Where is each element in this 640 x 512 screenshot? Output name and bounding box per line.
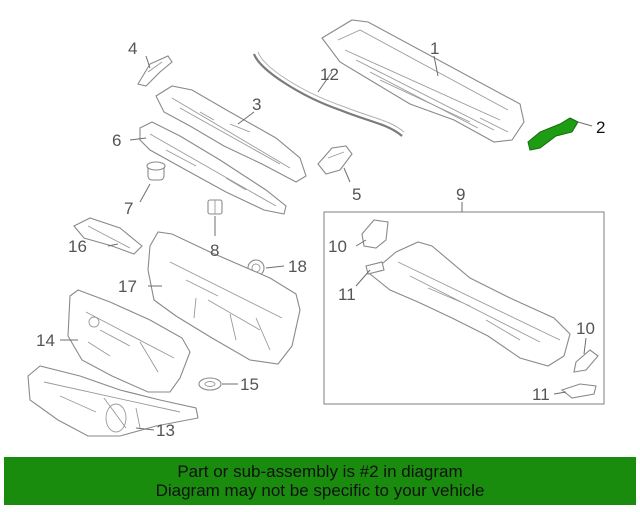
banner-line-1: Part or sub-assembly is #2 in diagram xyxy=(177,462,463,481)
callout-15: 15 xyxy=(240,375,259,394)
callout-17: 17 xyxy=(118,277,137,296)
exploded-parts-diagram: 1 2 3 4 5 6 7 8 9 10 10 11 11 12 13 14 1… xyxy=(27,19,605,440)
callout-13: 13 xyxy=(156,421,175,440)
part-13-lower-insulator[interactable] xyxy=(27,365,199,437)
callout-16: 16 xyxy=(68,237,87,256)
info-banner: Part or sub-assembly is #2 in diagram Di… xyxy=(4,457,636,505)
part-17-dash-panel[interactable] xyxy=(147,231,301,365)
part-1-cowl-panel[interactable] xyxy=(321,19,525,143)
part-16-insulator[interactable] xyxy=(73,217,143,255)
callout-1: 1 xyxy=(430,39,439,58)
part-5-bracket[interactable] xyxy=(317,145,353,175)
callout-5: 5 xyxy=(352,185,361,204)
callout-18: 18 xyxy=(288,257,307,276)
part-7-grommet[interactable] xyxy=(146,161,166,181)
callout-11b: 11 xyxy=(532,385,550,404)
callout-labels: 1 2 3 4 5 6 7 8 9 10 10 11 11 12 13 14 1… xyxy=(36,39,605,440)
part-15-ring[interactable] xyxy=(198,377,222,391)
part-4-bracket[interactable] xyxy=(137,55,173,87)
callout-14: 14 xyxy=(36,331,55,350)
leader-lines xyxy=(60,55,593,431)
banner-line-2: Diagram may not be specific to your vehi… xyxy=(155,481,485,500)
callout-4: 4 xyxy=(128,39,137,58)
part-9-subassembly-box[interactable] xyxy=(323,211,605,405)
callout-12: 12 xyxy=(320,65,339,84)
callout-3: 3 xyxy=(252,95,261,114)
callout-10b: 10 xyxy=(576,319,595,338)
part-8-clip[interactable] xyxy=(207,199,223,215)
callout-6: 6 xyxy=(112,131,121,150)
part-3-cowl-inner-panel[interactable] xyxy=(155,85,307,183)
callout-2: 2 xyxy=(596,118,605,137)
callout-8: 8 xyxy=(210,241,219,260)
part-2-bracket-highlighted[interactable] xyxy=(527,117,579,151)
callout-9: 9 xyxy=(456,185,465,204)
callout-10a: 10 xyxy=(328,237,347,256)
part-6-lower-cowl[interactable] xyxy=(139,121,287,215)
callout-11a: 11 xyxy=(338,285,356,304)
callout-7: 7 xyxy=(124,199,133,218)
part-12-weatherstrip[interactable] xyxy=(252,51,405,137)
part-14-insulator[interactable] xyxy=(67,289,191,393)
